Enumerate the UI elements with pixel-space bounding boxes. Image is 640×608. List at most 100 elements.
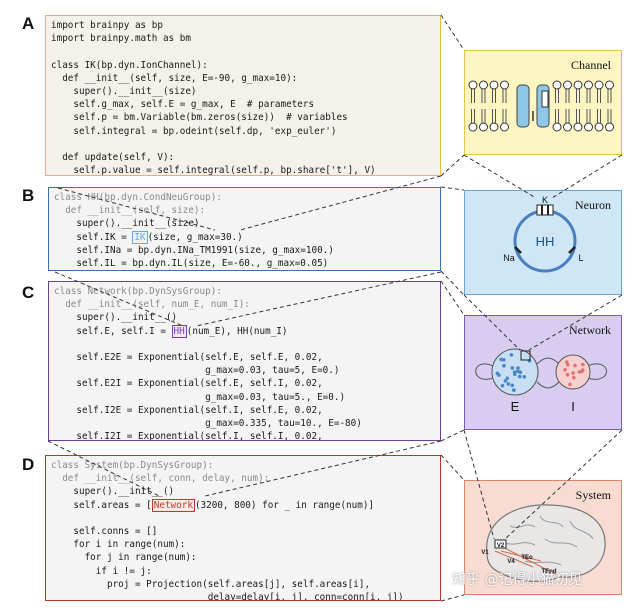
neuron-dot bbox=[522, 375, 527, 379]
neuron-dot bbox=[510, 383, 515, 388]
neuron-illustration: HH K Na L bbox=[503, 195, 584, 273]
neuron-dot bbox=[505, 376, 510, 381]
connector-network-system-right bbox=[504, 429, 623, 540]
neuron-dot bbox=[512, 370, 517, 374]
teo-label: TEo bbox=[521, 555, 533, 561]
neuron-dot bbox=[499, 357, 503, 362]
system-title: System bbox=[575, 488, 611, 502]
panel-label-b: B bbox=[22, 186, 35, 205]
connector-d-system-top bbox=[440, 454, 465, 481]
code-line-suffix: (size, g_max=30.) bbox=[147, 231, 243, 243]
lipid-tail bbox=[586, 89, 591, 103]
connector-c-d-left bbox=[47, 440, 160, 497]
code-block-network: class Network(bp.DynSysGroup): def __ini… bbox=[48, 281, 441, 441]
lipid-tail bbox=[597, 109, 601, 123]
code-line: self.IL = bp.dyn.IL(size, E=-60., g_max=… bbox=[54, 258, 329, 270]
lipid-tail bbox=[607, 89, 612, 103]
panel-label-a: A bbox=[22, 14, 35, 33]
connector-c-network-bottom bbox=[440, 429, 465, 442]
connector-b-neuron-bottom bbox=[440, 270, 465, 296]
code-lines-projections: self.conns = [] for i in range(num): for… bbox=[73, 526, 404, 601]
network-title: Network bbox=[569, 323, 611, 337]
lipid-tail bbox=[502, 109, 507, 123]
code-line: class HH(bp.dyn.CondNeuGroup): bbox=[54, 192, 222, 203]
lipid-head bbox=[605, 80, 614, 90]
lipid-tail bbox=[502, 89, 507, 103]
code-line: def __init__(self, num_E, num_I): bbox=[54, 299, 250, 311]
projection-line bbox=[494, 550, 534, 568]
neuron-dot bbox=[563, 368, 567, 372]
code-line-suffix: (num_E), HH(num_I) bbox=[186, 325, 288, 337]
connector-channel-neuron-left bbox=[463, 154, 537, 199]
network-card: Network E I bbox=[464, 315, 622, 430]
lipid-head bbox=[594, 122, 604, 132]
code-text-b: class HH(bp.dyn.CondNeuGroup): def __ini… bbox=[54, 191, 435, 270]
na-label: Na bbox=[503, 253, 515, 263]
code-text-d: class System(bp.DynSysGroup): def __init… bbox=[51, 459, 435, 601]
neuron-card: Neuron HH K Na L bbox=[464, 190, 622, 295]
code-line-prefix: self.areas = [ bbox=[51, 499, 152, 511]
brain-outline-icon bbox=[486, 504, 606, 582]
lipid-tail bbox=[555, 89, 559, 103]
lipid-head bbox=[552, 80, 562, 90]
lipid-tail bbox=[576, 109, 580, 123]
connector-network-system-left bbox=[463, 429, 495, 540]
neuron-dot bbox=[565, 360, 569, 364]
connector-a-b-left bbox=[57, 187, 216, 231]
code-block-ion-channel: import brainpy as bp import brainpy.math… bbox=[45, 15, 441, 176]
channel-title: Channel bbox=[571, 58, 611, 72]
connector-neuron-network-right bbox=[528, 294, 623, 351]
connector-b-neuron-top bbox=[440, 186, 465, 191]
lipid-head bbox=[573, 80, 583, 90]
neuron-dot bbox=[497, 373, 501, 377]
connector-d-system-bottom bbox=[440, 594, 465, 602]
lipid-tail bbox=[471, 89, 475, 103]
lipid-tail bbox=[607, 109, 612, 123]
lipid-head bbox=[594, 80, 604, 90]
code-block-neuron: class HH(bp.dyn.CondNeuGroup): def __ini… bbox=[48, 187, 441, 271]
network-illustration: E I bbox=[475, 348, 607, 414]
v2-box-icon bbox=[494, 539, 507, 549]
neuron-title: Neuron bbox=[575, 198, 611, 212]
code-lines-synapses: self.E2E = Exponential(self.E, self.E, 0… bbox=[76, 352, 362, 441]
lipid-tail bbox=[565, 89, 570, 103]
lipid-head bbox=[573, 122, 583, 132]
code-line: super().__init__() bbox=[51, 486, 175, 498]
neuron-dot bbox=[509, 353, 514, 357]
hh-label: HH bbox=[536, 234, 555, 249]
lipid-tail bbox=[576, 89, 580, 103]
neuron-dot bbox=[571, 371, 575, 375]
k-channel-icon bbox=[536, 204, 554, 216]
neuron-dot bbox=[516, 366, 520, 370]
lipid-tail bbox=[597, 89, 601, 103]
e-recurrent-arrow bbox=[475, 363, 494, 380]
neuron-dot bbox=[565, 372, 570, 377]
panel-label-c: C bbox=[22, 283, 35, 302]
lipid-head bbox=[489, 80, 499, 90]
neuron-dot bbox=[516, 369, 520, 374]
lipid-tail bbox=[565, 109, 570, 123]
v2-label: V2 bbox=[497, 543, 505, 549]
brain-gyri bbox=[504, 515, 594, 566]
v4-label: V4 bbox=[507, 559, 515, 565]
lipid-tail bbox=[555, 109, 559, 123]
neuron-dot bbox=[502, 358, 506, 362]
code-block-system: class System(bp.DynSysGroup): def __init… bbox=[45, 455, 441, 601]
na-channel-icon bbox=[514, 246, 522, 254]
neuron-dot bbox=[517, 374, 522, 379]
l-label: L bbox=[578, 253, 583, 263]
code-line: super().__init__() bbox=[54, 312, 178, 324]
connector-channel-neuron-right bbox=[551, 154, 623, 199]
connector-b-c-left bbox=[54, 271, 184, 327]
connector-b-c-right bbox=[195, 271, 442, 327]
code-text-a: import brainpy as bp import brainpy.math… bbox=[51, 20, 376, 176]
network-highlight: Network bbox=[151, 498, 195, 512]
connector-c-network-top bbox=[440, 280, 465, 316]
neuron-dot bbox=[573, 363, 577, 368]
lipid-tail bbox=[492, 89, 496, 103]
neuron-dot bbox=[568, 382, 572, 387]
connector-a-b-right bbox=[239, 175, 442, 231]
projection-line bbox=[498, 544, 558, 576]
l-channel-icon bbox=[568, 246, 576, 254]
